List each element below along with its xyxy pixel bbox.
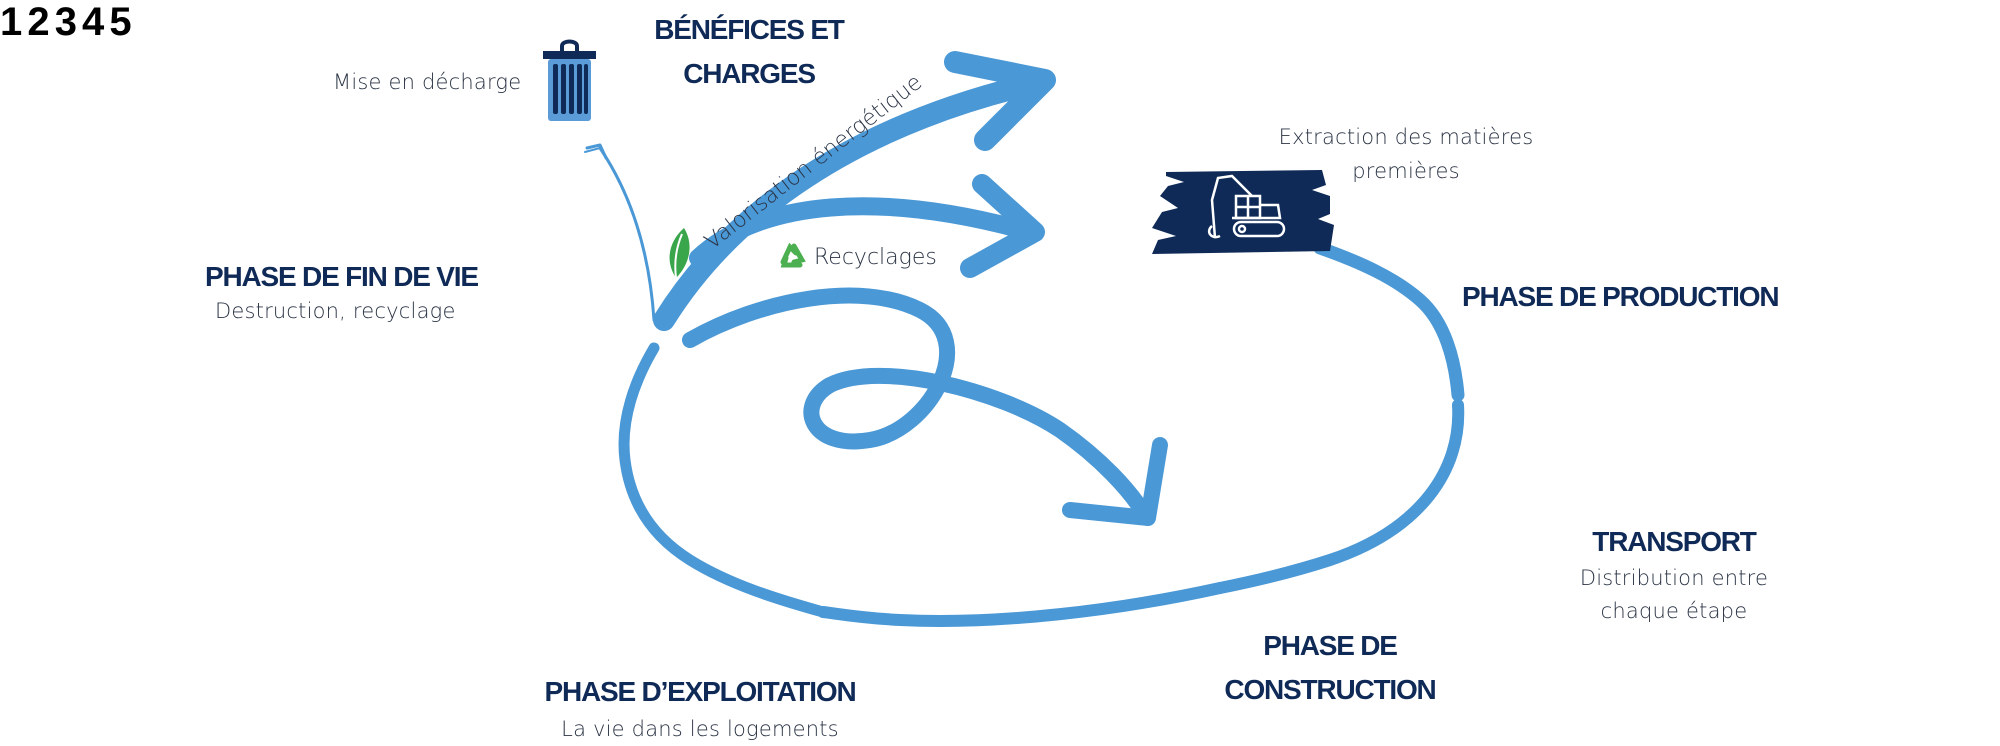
benefits-title-line2: CHARGES: [683, 58, 816, 89]
arrow-recycling-head: [960, 174, 1045, 278]
arrow-recycling: [689, 197, 1039, 267]
path-construction-to-exploitation: [817, 582, 1226, 627]
step-circle-1: 1: [0, 0, 23, 44]
flow-arrows: [653, 51, 1168, 526]
recycling-label: Recyclages: [814, 245, 937, 270]
production-title: PHASE DE PRODUCTION: [1462, 281, 1780, 312]
extraction-label-line2: premières: [1352, 159, 1460, 183]
excavator-icon: [1152, 170, 1334, 254]
path-production-to-construction: [1214, 399, 1465, 594]
recycle-icon: [779, 242, 806, 269]
landfill-label: Mise en décharge: [333, 70, 522, 94]
arrow-loop-head: [1062, 437, 1168, 526]
end-of-life-title: PHASE DE FIN DE VIE: [205, 261, 479, 292]
transport-title: TRANSPORT: [1592, 526, 1757, 557]
benefits-title-line1: BÉNÉFICES ET: [654, 14, 845, 45]
construction-title-line2: CONSTRUCTION: [1224, 674, 1436, 705]
arrow-energy-recovery: [653, 71, 1051, 331]
transport-line2: chaque étape: [1600, 599, 1748, 623]
construction-title-line1: PHASE DE: [1263, 630, 1398, 661]
exploitation-subtitle: La vie dans les logements: [561, 717, 839, 741]
exploitation-title: PHASE D’EXPLOITATION: [544, 676, 857, 707]
step-circle-4: 4: [82, 0, 105, 44]
step-circle-2: 2: [27, 0, 50, 44]
arrow-energy-recovery-head: [944, 51, 1056, 151]
arrow-loop: [682, 287, 1153, 523]
step-circle-5: 5: [109, 0, 132, 44]
path-exploitation-to-end-of-life: [618, 342, 829, 618]
extraction-label-line1: Extraction des matières: [1278, 125, 1534, 149]
landfill-arrow: [584, 143, 656, 322]
transport-line1: Distribution entre: [1579, 566, 1769, 590]
path-extraction-to-production: [1313, 241, 1465, 402]
energy-recovery-label: Valorisation énergétique: [700, 70, 927, 255]
end-of-life-subtitle: Destruction, recyclage: [215, 299, 456, 323]
trash-icon: [543, 39, 596, 121]
step-circle-3: 3: [54, 0, 77, 44]
cycle-path: [618, 241, 1465, 627]
leaf-icon: [669, 228, 690, 279]
